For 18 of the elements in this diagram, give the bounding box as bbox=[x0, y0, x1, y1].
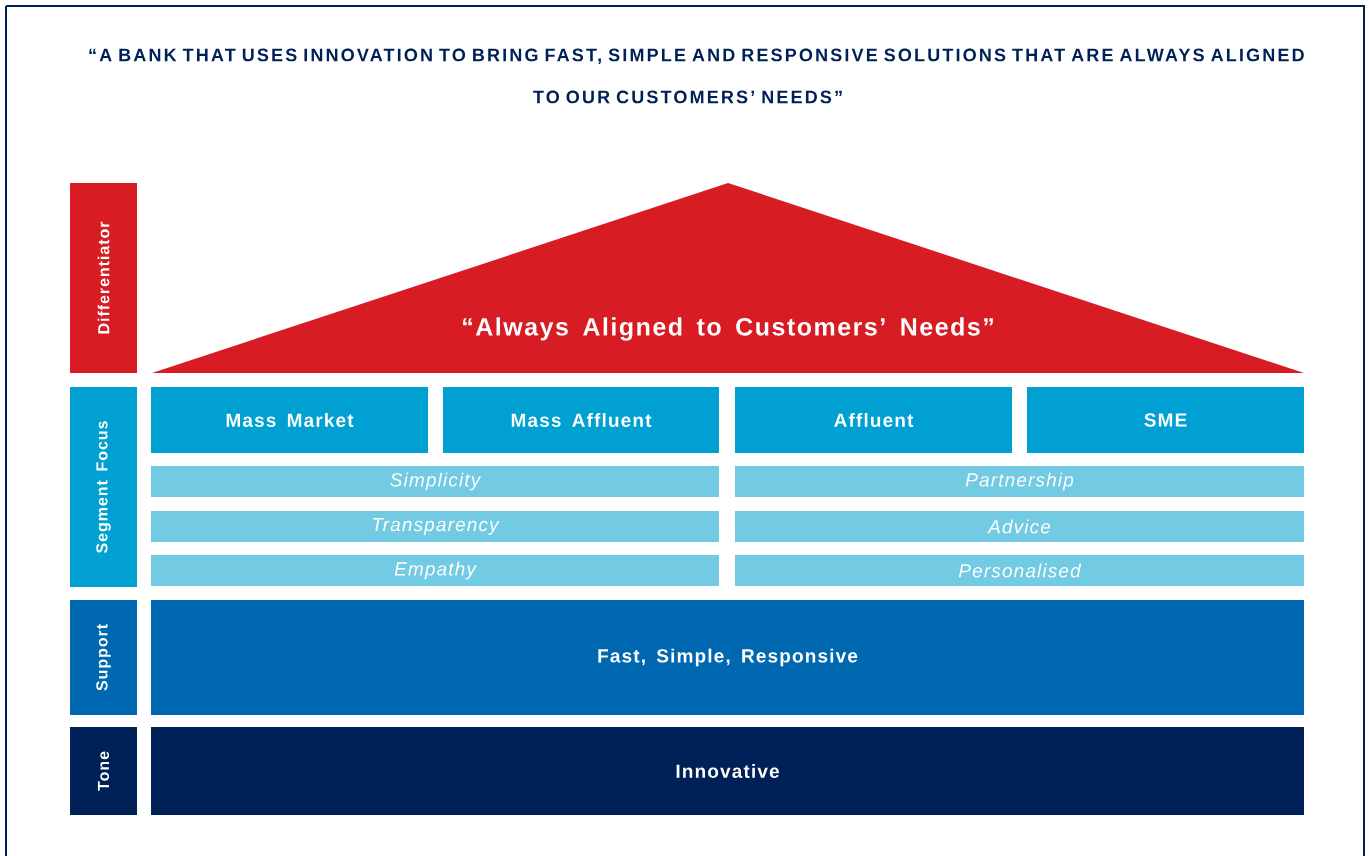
segment-box: Mass Affluent bbox=[443, 387, 719, 453]
value-bar: Partnership bbox=[735, 466, 1304, 497]
side-band: Tone bbox=[70, 727, 137, 815]
roof-triangle: “Always Aligned to Customers’ Needs” bbox=[152, 183, 1304, 373]
support-band: Fast, Simple, Responsive bbox=[151, 600, 1304, 715]
side-band: Differentiator bbox=[70, 183, 137, 373]
value-bar: Transparency bbox=[151, 511, 719, 542]
segment-box: Affluent bbox=[735, 387, 1012, 453]
value-bar: Empathy bbox=[151, 555, 719, 586]
value-bar: Advice bbox=[735, 511, 1304, 542]
side-band: Segment Focus bbox=[70, 387, 137, 587]
segment-box: Mass Market bbox=[151, 387, 428, 453]
side-band: Support bbox=[70, 600, 137, 715]
value-bar: Personalised bbox=[735, 555, 1304, 586]
segment-box: SME bbox=[1027, 387, 1304, 453]
value-bar: Simplicity bbox=[151, 466, 719, 497]
support-band: Innovative bbox=[151, 727, 1304, 815]
title: “A BANK THAT USES INNOVATION TO BRING FAST, SIMPLE AND RESPONSIVE SOLUTIONS THAT ARE ALWAYS ALIGNED TO OUR CUSTOMERS’ NEEDS” bbox=[89, 48, 1304, 104]
